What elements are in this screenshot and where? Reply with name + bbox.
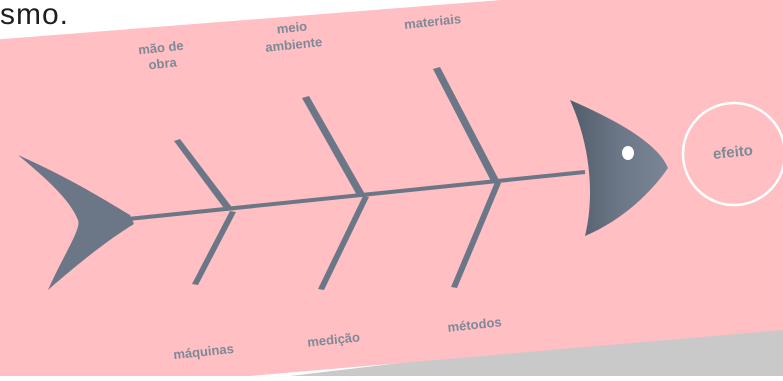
- fish-head: [570, 100, 668, 236]
- cause-label-medicao: medição: [307, 329, 361, 349]
- cause-label-meio-ambiente-line2: ambiente: [265, 34, 323, 55]
- bone-upper-3: [433, 67, 500, 183]
- cause-label-materiais: materiais: [403, 11, 461, 32]
- fish-spine: [127, 170, 586, 221]
- bone-lower-3: [451, 182, 501, 288]
- fish-eye: [622, 146, 634, 160]
- bone-lower-2: [318, 196, 369, 290]
- cause-label-mao-de-obra-line1: mão de: [137, 38, 184, 58]
- effect-circle: [681, 101, 783, 207]
- fish-tail: [18, 155, 134, 290]
- cause-label-metodos: métodos: [447, 314, 502, 335]
- cause-label-meio-ambiente-line1: meio: [276, 19, 308, 37]
- bone-upper-1: [174, 139, 234, 211]
- effect-label: efeito: [712, 142, 754, 163]
- cause-label-maquinas: máquinas: [173, 341, 235, 362]
- bone-upper-2: [302, 96, 366, 197]
- cause-label-mao-de-obra-line2: obra: [148, 54, 178, 72]
- bone-lower-1: [192, 211, 236, 285]
- cut-off-text: smo.: [0, 0, 70, 31]
